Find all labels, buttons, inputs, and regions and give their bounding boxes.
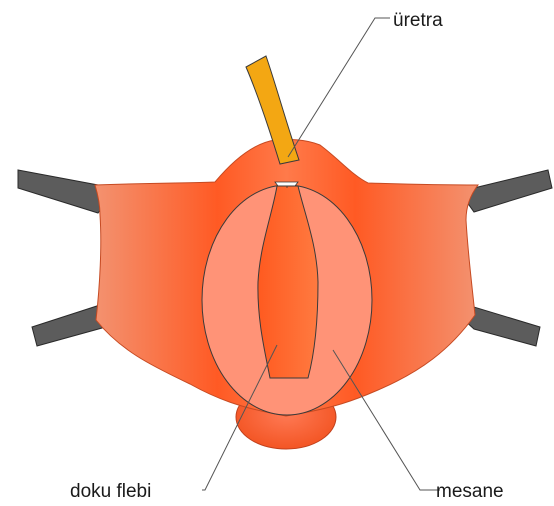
tissue-flap-label: doku flebi — [70, 481, 151, 502]
urethra-label: üretra — [393, 10, 443, 31]
bladder-label: mesane — [436, 481, 504, 502]
retractor-right-upper — [464, 170, 552, 212]
retractor-left-upper — [18, 170, 110, 213]
central-notch — [275, 182, 298, 186]
urethra-leader — [288, 18, 390, 157]
